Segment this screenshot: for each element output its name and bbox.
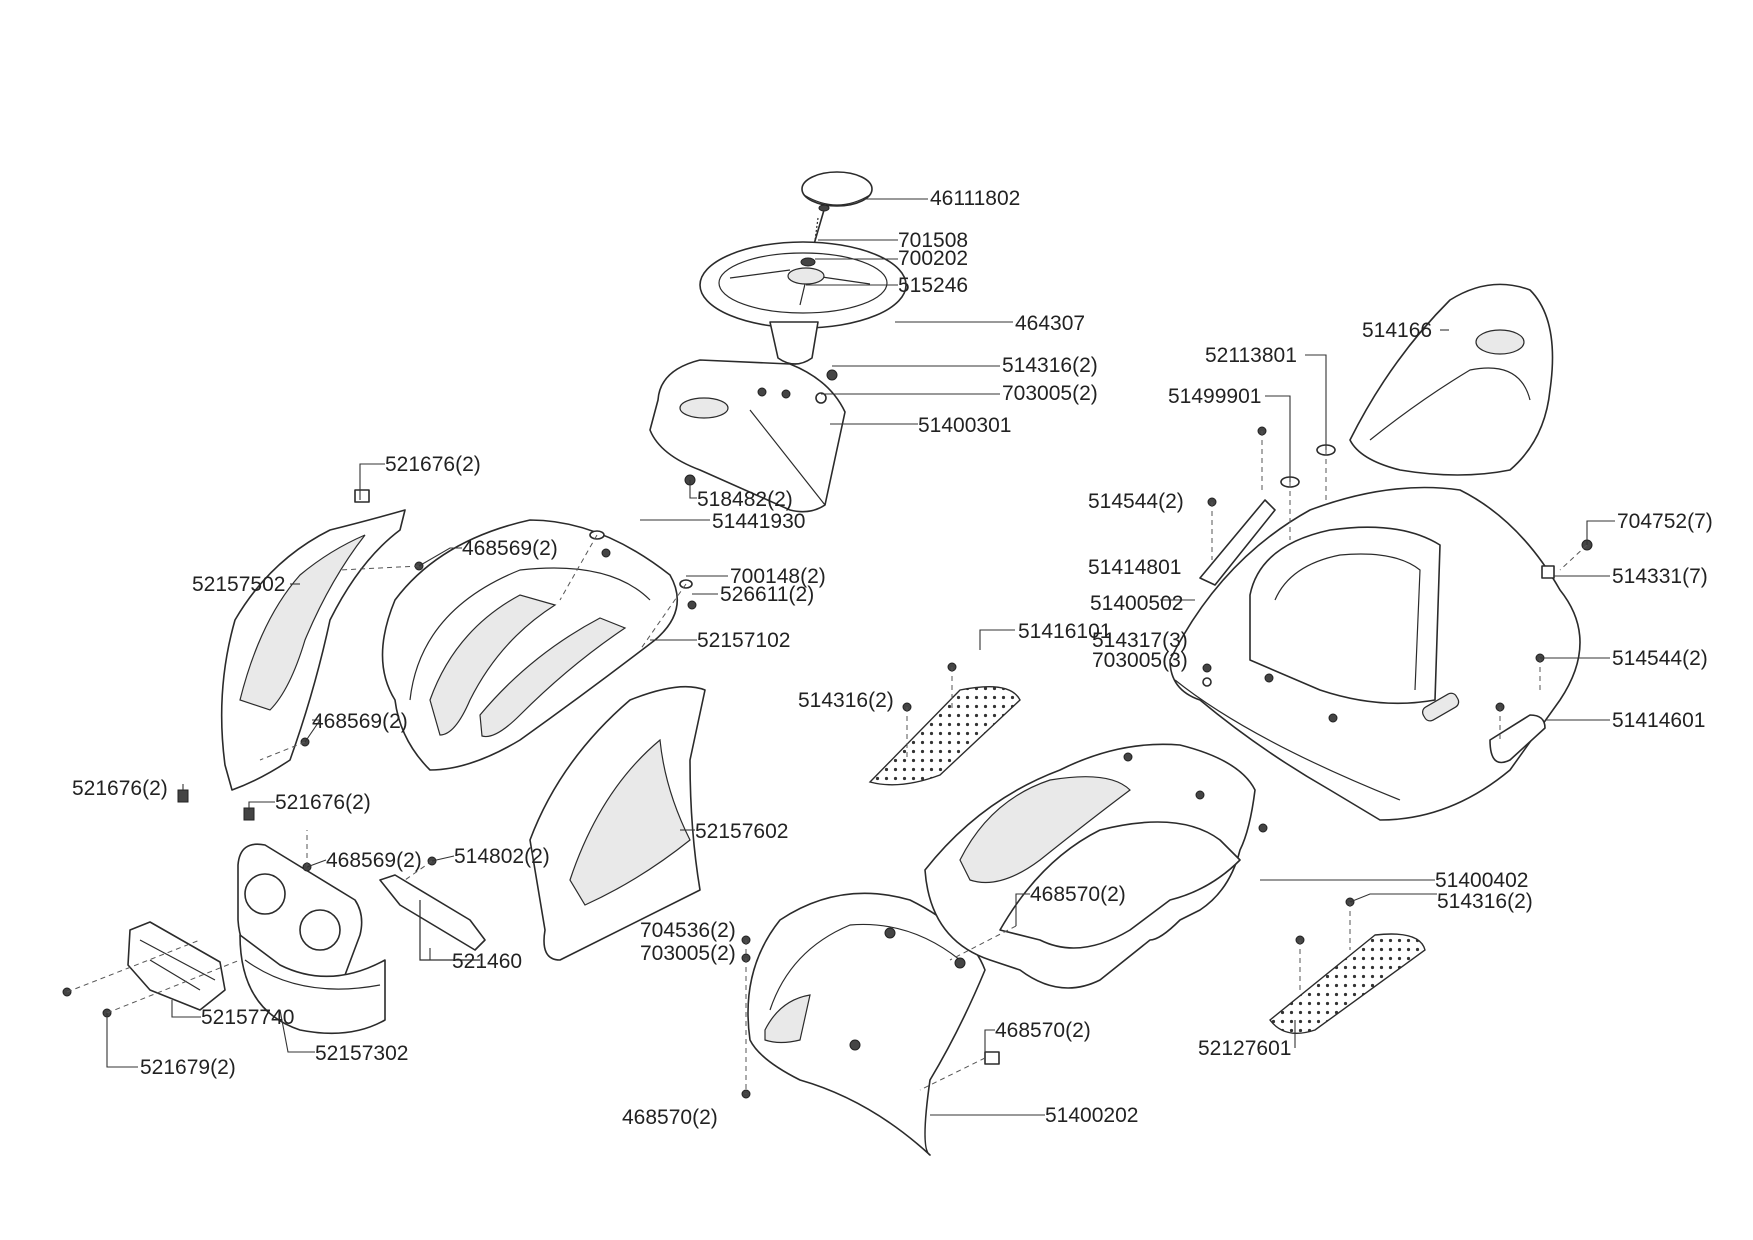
callout-521676-2-b: 521676(2) (72, 777, 168, 800)
hood (381, 519, 679, 771)
callout-51400502: 51400502 (1090, 592, 1183, 615)
callout-51400202: 51400202 (1045, 1104, 1138, 1127)
callout-52127601: 52127601 (1198, 1037, 1291, 1060)
callout-514544-2-a: 514544(2) (1088, 490, 1184, 513)
callout-468570-2-a: 468570(2) (1030, 883, 1126, 906)
callout-52113801: 52113801 (1205, 344, 1297, 367)
callout-51400402: 51400402 (1435, 869, 1528, 892)
steering-cap (801, 171, 873, 207)
callout-703005-3: 703005(3) (1092, 649, 1188, 672)
callout-514544-2-b: 514544(2) (1612, 647, 1708, 670)
left-side-panel (220, 509, 406, 791)
callout-52157602: 52157602 (695, 820, 788, 843)
rear-body-fender (1169, 486, 1581, 821)
callout-515246: 515246 (898, 274, 968, 297)
callout-514316-2-left: 514316(2) (798, 689, 894, 712)
callout-51416101: 51416101 (1018, 620, 1111, 643)
callout-514316-2-right: 514316(2) (1437, 890, 1533, 913)
callout-514316-2-top: 514316(2) (1002, 354, 1098, 377)
callout-468570-2-c: 468570(2) (622, 1106, 718, 1129)
callout-51400301: 51400301 (918, 414, 1011, 437)
callout-51414601: 51414601 (1612, 709, 1705, 732)
front-grille-housing (237, 843, 386, 1035)
callout-labels: 46111802 701508 700202 515246 464307 514… (72, 187, 1713, 1129)
left-panel-clips (177, 489, 424, 803)
callout-701508: 701508 (898, 229, 968, 252)
leader-lines (106, 198, 1615, 1116)
callout-514166: 514166 (1362, 319, 1432, 342)
rear-body-fasteners (1202, 539, 1593, 723)
left-foot-plate (868, 685, 1021, 786)
callout-521460: 521460 (452, 950, 522, 973)
callout-700148-2: 700148(2) (730, 565, 826, 588)
center-floor-panel (924, 743, 1268, 989)
callout-51499901: 51499901 (1168, 385, 1261, 408)
front-grille-fasteners (62, 807, 437, 1018)
callout-52157740: 52157740 (201, 1006, 294, 1029)
callout-703005-2-top: 703005(2) (1002, 382, 1098, 405)
callout-468569-2-c: 468569(2) (326, 849, 422, 872)
callout-704536-2: 704536(2) (640, 919, 736, 942)
callout-51414801: 51414801 (1088, 556, 1181, 579)
callout-514802-2: 514802(2) (454, 845, 550, 868)
front-dash-panel (747, 892, 986, 1156)
right-front-side-panel (529, 685, 706, 961)
callout-464307: 464307 (1015, 312, 1085, 335)
seat (1349, 283, 1554, 476)
callout-52157302: 52157302 (315, 1042, 408, 1065)
callout-468570-2-b: 468570(2) (995, 1019, 1091, 1042)
callout-514331-7: 514331(7) (1612, 565, 1708, 588)
callout-52157102: 52157102 (697, 629, 790, 652)
right-foot-plate (1269, 933, 1426, 1034)
callout-514317-3: 514317(3) (1092, 629, 1188, 652)
callout-468569-2-a: 468569(2) (462, 537, 558, 560)
callout-703005-2-mid: 703005(2) (640, 942, 736, 965)
front-grille-bracket (379, 874, 486, 961)
assembly-guide-lines (66, 431, 1588, 1094)
seat-pin (1280, 444, 1336, 488)
steering-column (769, 321, 819, 365)
steering-console (649, 359, 846, 513)
callout-521676-2-c: 521676(2) (275, 791, 371, 814)
steering-wheel (699, 241, 907, 329)
callout-521676-2-a: 521676(2) (385, 453, 481, 476)
front-grille-lens (127, 921, 226, 1011)
callout-521679-2: 521679(2) (140, 1056, 236, 1079)
callout-468569-2-b: 468569(2) (312, 710, 408, 733)
callout-700202: 700202 (898, 247, 968, 270)
callout-518482-2: 518482(2) (697, 488, 793, 511)
callout-52157502: 52157502 (192, 573, 285, 596)
callout-46111802: 46111802 (930, 187, 1020, 210)
callout-526611-2: 526611(2) (720, 583, 814, 606)
callout-704752-7: 704752(7) (1617, 510, 1713, 533)
callout-51441930: 51441930 (712, 510, 805, 533)
